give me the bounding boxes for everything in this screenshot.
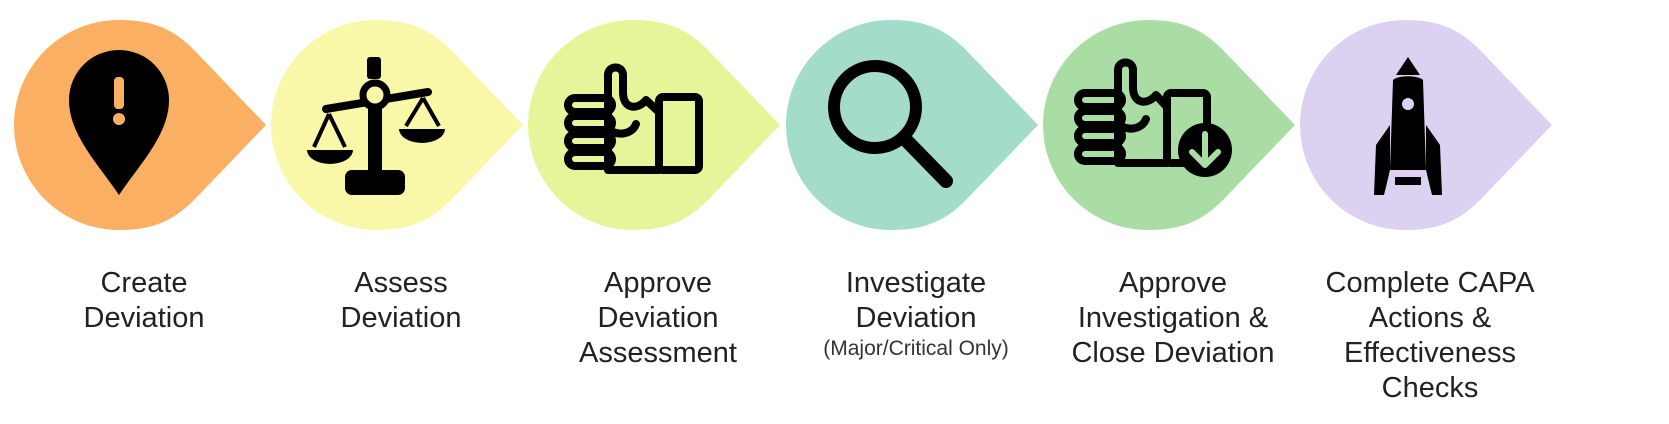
- step-6-label-line-1: Complete CAPA: [1325, 267, 1535, 299]
- thumbs-up-icon: [564, 63, 703, 174]
- step-approve-deviation-assessment: Approve Deviation Assessment: [528, 20, 828, 420]
- step-5-label-line-1: Approve: [1118, 267, 1227, 299]
- step-5-label-line-3: Close Deviation: [1071, 337, 1275, 369]
- step-4-label-line-2: Deviation: [855, 302, 977, 334]
- step-approve-investigation-close-deviation: Approve Investigation & Close Deviation: [1043, 20, 1343, 420]
- step-6-label-line-4: Checks: [1381, 372, 1479, 404]
- step-assess-deviation: Assess Deviation: [271, 20, 571, 420]
- step-3-label-line-1: Approve: [603, 267, 712, 299]
- step-2-label-line-1: Assess: [354, 267, 448, 299]
- step-3-arrow-shape: [528, 20, 780, 230]
- step-5-label-line-2: Investigation &: [1077, 302, 1269, 334]
- step-4-label-note: (Major/Critical Only): [823, 337, 1009, 360]
- step-4-label: Investigate Deviation (Major/Critical On…: [766, 266, 1066, 362]
- rocket-icon: [1374, 57, 1442, 195]
- step-3-label-line-2: Deviation: [597, 302, 719, 334]
- step-6-label-line-2: Actions &: [1368, 302, 1492, 334]
- step-2-label-line-2: Deviation: [340, 302, 462, 334]
- step-2-background: [271, 20, 523, 230]
- step-3-background: [528, 20, 780, 230]
- step-1-label: Create Deviation: [0, 266, 294, 336]
- step-1-arrow-shape: [14, 20, 266, 230]
- step-complete-capa: Complete CAPA Actions & Effectiveness Ch…: [1300, 20, 1600, 420]
- step-4-label-line-1: Investigate: [845, 267, 987, 299]
- download-badge-icon: [1178, 123, 1232, 177]
- step-3-label-line-3: Assessment: [579, 337, 737, 369]
- step-4-arrow-shape: [786, 20, 1038, 230]
- step-investigate-deviation: Investigate Deviation (Major/Critical On…: [786, 20, 1086, 420]
- step-create-deviation: Create Deviation: [14, 20, 314, 420]
- step-1-label-line-1: Create: [100, 267, 188, 299]
- step-6-arrow-shape: [1300, 20, 1552, 230]
- step-3-label: Approve Deviation Assessment: [508, 266, 808, 371]
- magnifier-icon: [828, 60, 953, 188]
- step-6-label-line-3: Effectiveness: [1344, 337, 1516, 369]
- step-2-arrow-shape: [271, 20, 523, 230]
- step-1-label-line-2: Deviation: [83, 302, 205, 334]
- step-5-label: Approve Investigation & Close Deviation: [1023, 266, 1323, 371]
- step-5-arrow-shape: [1043, 20, 1295, 230]
- step-2-label: Assess Deviation: [251, 266, 551, 336]
- balance-scale-icon: [307, 57, 445, 195]
- step-6-label: Complete CAPA Actions & Effectiveness Ch…: [1280, 266, 1580, 406]
- map-pin-exclamation-icon: [69, 50, 169, 195]
